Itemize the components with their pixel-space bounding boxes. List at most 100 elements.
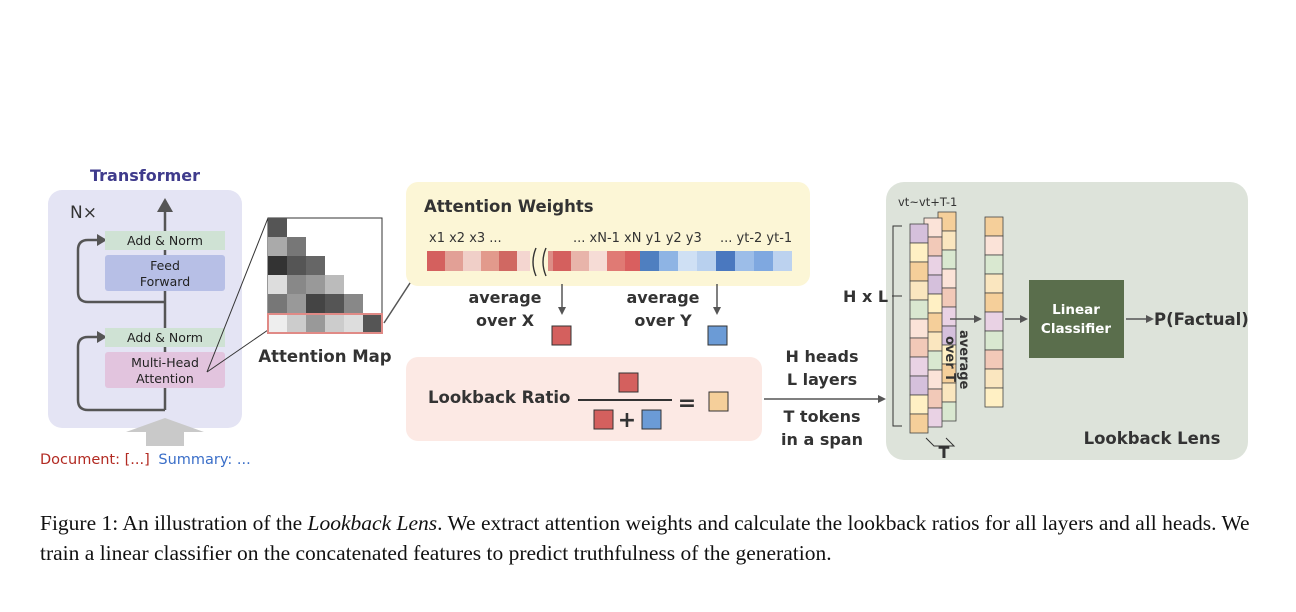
attention-weight-y-cell	[678, 251, 697, 271]
attention-weight-x-cell	[445, 251, 463, 271]
figure-caption: Figure 1: An illustration of the Lookbac…	[40, 508, 1260, 568]
averaged-feature-cell	[984, 311, 1004, 332]
caption-emphasis: Lookback Lens	[307, 511, 438, 535]
attention-map-cells	[268, 218, 382, 332]
bar-break-right	[542, 247, 547, 277]
residual-top-head	[97, 234, 107, 246]
input-arrow	[126, 418, 204, 446]
span-tokens: T tokens	[783, 407, 860, 426]
span-heads: H heads	[786, 347, 859, 366]
attention-map-cell	[306, 256, 325, 275]
add-norm-bottom	[105, 328, 225, 347]
feed-forward-block	[105, 255, 225, 291]
attention-map-cell	[268, 313, 287, 332]
lookback-lens-panel: vt~vt+T-1 H x L T average over T Linear …	[843, 182, 1249, 462]
attention-weight-y-cell	[773, 251, 792, 271]
feature-cell	[909, 242, 929, 263]
feature-stack	[909, 211, 957, 434]
averaged-feature-cell	[984, 254, 1004, 275]
attention-map-cell	[287, 256, 306, 275]
ratio-denominator-red	[593, 409, 614, 430]
feature-cell	[909, 299, 929, 320]
add-norm-bottom-label: Add & Norm	[127, 330, 203, 345]
attention-weight-y-cell	[640, 251, 659, 271]
lookback-lens-title: Lookback Lens	[1084, 429, 1221, 448]
t-label: T	[939, 443, 950, 462]
classifier-label-2: Classifier	[1041, 321, 1112, 337]
avg-x-square	[551, 325, 572, 346]
attention-map-cell	[268, 237, 287, 256]
add-norm-top	[105, 231, 225, 250]
avg-t-label-1: average	[956, 330, 971, 390]
attention-weight-x-cell	[427, 251, 445, 271]
span-in-span: in a span	[781, 430, 863, 449]
attention-weight-y-cell	[659, 251, 678, 271]
feature-cell	[909, 413, 929, 434]
span-info: H heads L layers T tokens in a span	[764, 347, 886, 449]
averaged-feature-cell	[984, 235, 1004, 256]
mha-label-1: Multi-Head	[131, 355, 199, 370]
attention-map-cell	[268, 218, 287, 237]
residual-loop-top	[76, 238, 165, 304]
attention-map-cell	[306, 294, 325, 313]
attention-map-cell	[287, 313, 306, 332]
hxl-bracket	[892, 225, 902, 427]
multi-head-attention-block	[105, 352, 225, 388]
feature-cell	[909, 223, 929, 244]
avg-x-label-2: over X	[476, 311, 535, 330]
input-text: Document: [...] Summary: ...	[40, 452, 251, 468]
attention-weight-y-cell	[716, 251, 735, 271]
bar-break-left	[532, 247, 537, 277]
v-range-label: vt~vt+T-1	[898, 195, 957, 209]
attention-weight-y-cell	[735, 251, 754, 271]
avg-y-label-2: over Y	[634, 311, 692, 330]
averaged-feature-cell	[984, 387, 1004, 408]
attention-map-cell	[306, 275, 325, 294]
feature-cell	[909, 280, 929, 301]
t-bracket	[925, 437, 956, 447]
feature-cell	[909, 394, 929, 415]
ratio-result	[708, 391, 729, 412]
attention-weight-x-cell	[463, 251, 481, 271]
mha-label-2: Attention	[136, 371, 194, 386]
attention-map-cell	[325, 313, 344, 332]
hxl-label: H x L	[843, 287, 888, 306]
attention-map-cell	[268, 294, 287, 313]
ffn-label-1: Feed	[150, 258, 180, 273]
lookback-ratio-panel: Lookback Ratio + =	[406, 357, 762, 441]
input-document: Document: [...]	[40, 452, 150, 468]
tokens-x: x1 x2 x3 ...	[429, 231, 502, 246]
linear-classifier	[1029, 280, 1124, 358]
attention-weight-x-cell	[571, 251, 589, 271]
classifier-label-1: Linear	[1052, 302, 1100, 318]
attention-weight-x-cell	[607, 251, 625, 271]
feature-cell	[909, 261, 929, 282]
attention-map-cell	[344, 313, 363, 332]
attention-weights-panel: Attention Weights x1 x2 x3 ... ... xN-1 …	[406, 182, 810, 346]
feature-cell	[909, 337, 929, 358]
attention-map-row-highlight	[267, 313, 383, 334]
tokens-mid: ... xN-1 xN y1 y2 y3	[573, 231, 702, 246]
tokens-end: ... yt-2 yt-1	[720, 231, 792, 246]
add-norm-top-label: Add & Norm	[127, 233, 203, 248]
attention-weights-title: Attention Weights	[424, 197, 594, 216]
attention-map-cell	[306, 313, 325, 332]
averaged-feature-cell	[984, 349, 1004, 370]
attention-map-cell	[287, 275, 306, 294]
attention-weight-y-cell	[697, 251, 716, 271]
attention-weight-x-cell	[589, 251, 607, 271]
residual-bottom-head	[97, 331, 107, 343]
repeat-label: N×	[70, 203, 97, 223]
transformer-panel: Transformer N× Add & Norm Feed Forward A…	[40, 166, 251, 468]
attention-map-cell	[268, 256, 287, 275]
attention-map-cell	[325, 294, 344, 313]
ffn-label-2: Forward	[140, 274, 190, 289]
equals-sign: =	[678, 391, 696, 416]
attention-map-cell	[325, 275, 344, 294]
averaged-feature-cell	[984, 368, 1004, 389]
caption-prefix: Figure 1: An illustration of the	[40, 511, 308, 535]
attention-map-cell	[287, 294, 306, 313]
span-layers: L layers	[787, 370, 857, 389]
averaged-feature-cell	[984, 292, 1004, 313]
